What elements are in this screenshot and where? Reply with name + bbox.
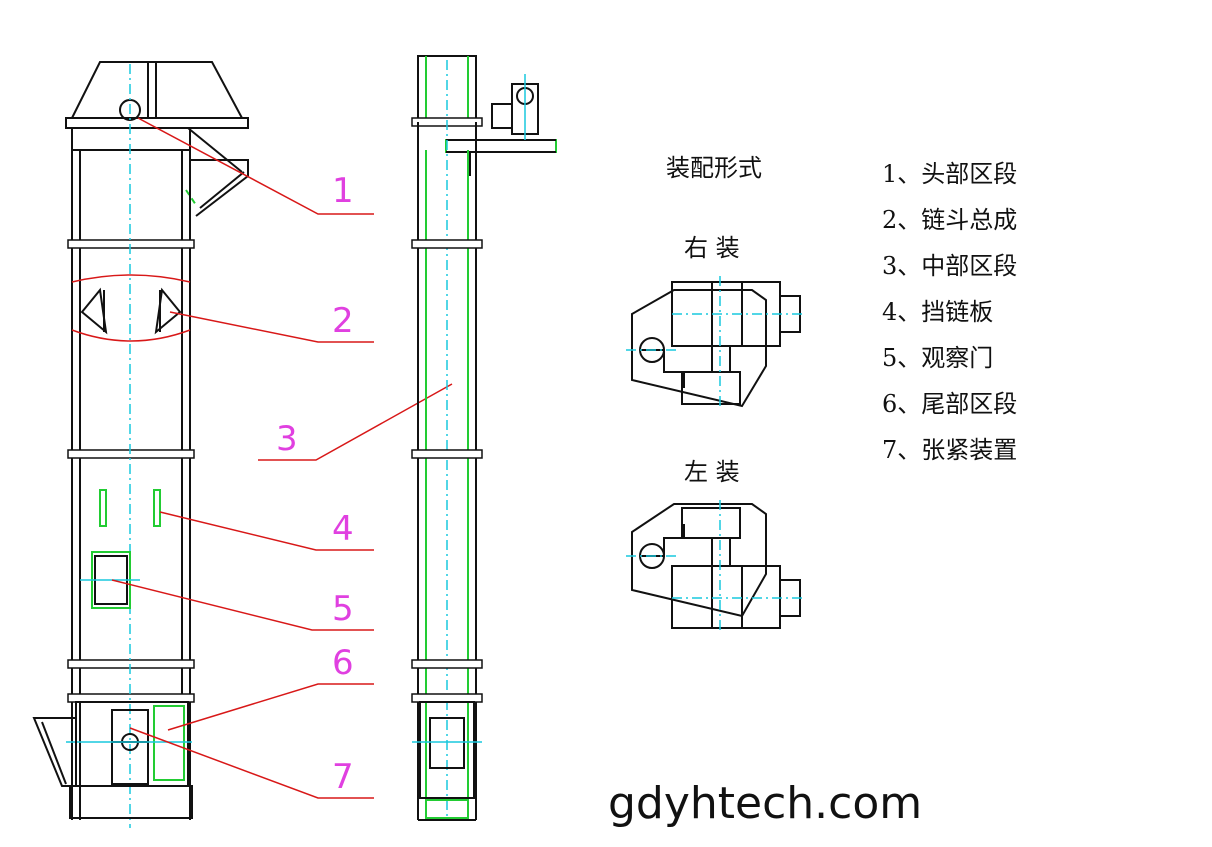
front-view — [32, 61, 249, 828]
callout-4: 4 — [332, 509, 354, 549]
side-view — [411, 55, 557, 821]
legend-item: 1、头部区段 — [882, 160, 1017, 188]
callout-3: 3 — [276, 419, 298, 459]
callout-6: 6 — [332, 643, 354, 683]
legend-item: 3、中部区段 — [882, 252, 1017, 280]
leader-lines — [111, 117, 453, 799]
callout-2: 2 — [332, 301, 354, 341]
website-watermark: gdyhtech.com — [608, 778, 922, 829]
callout-5: 5 — [332, 589, 354, 629]
assembly-section: 装配形式 右 装 左 装 — [626, 154, 806, 634]
parts-legend: 1、头部区段 2、链斗总成 3、中部区段 4、挡链板 5、观察门 6、尾部区段 … — [882, 160, 1017, 464]
callout-1: 1 — [332, 171, 354, 211]
assembly-title: 装配形式 — [666, 154, 762, 182]
legend-item: 2、链斗总成 — [882, 206, 1017, 234]
legend-item: 4、挡链板 — [882, 298, 993, 326]
callout-7: 7 — [332, 757, 354, 797]
legend-item: 6、尾部区段 — [882, 390, 1017, 418]
right-mount-diagram — [626, 276, 806, 410]
legend-item: 7、张紧装置 — [882, 436, 1017, 464]
legend-item: 5、观察门 — [882, 344, 993, 372]
left-mount-label: 左 装 — [684, 458, 740, 486]
left-mount-diagram — [626, 500, 806, 634]
callout-numbers: 1 2 3 4 5 6 7 — [276, 171, 354, 797]
right-mount-label: 右 装 — [684, 234, 740, 262]
